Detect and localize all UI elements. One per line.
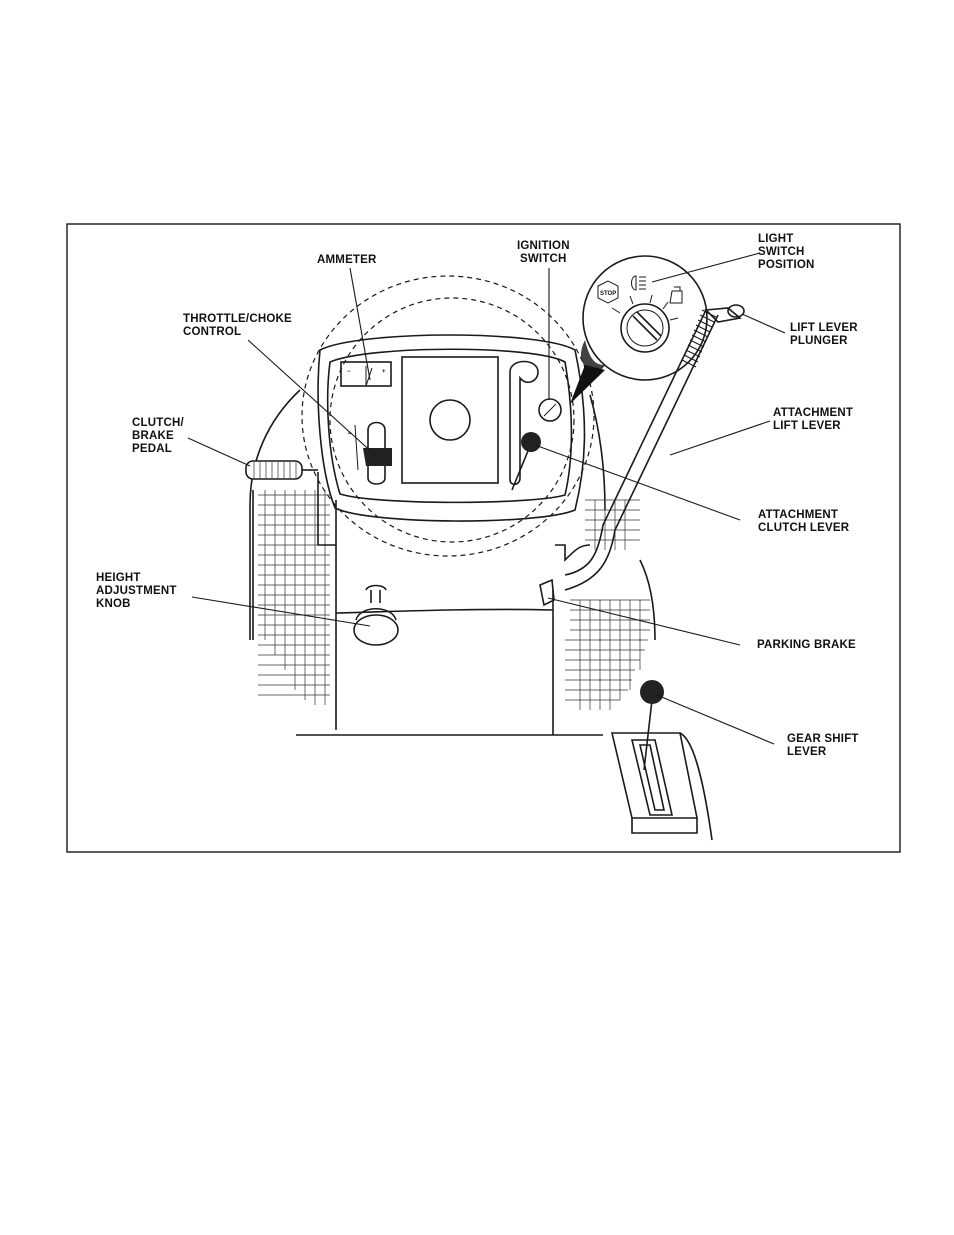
label-clutch-brake-pedal: CLUTCH/ BRAKE PEDAL [132,417,187,455]
ammeter-gauge: − + [341,362,391,386]
console-dashed-outline [302,276,594,556]
height-adjustment-knob [354,586,398,646]
ignition-switch-knob [539,399,561,421]
dashboard-panel [318,335,584,521]
label-light-switch-position: LIGHT SWITCH POSITION [758,233,815,271]
attachment-clutch-knob [512,432,541,490]
parking-brake-handle [540,580,554,605]
headlight-icon [632,276,647,290]
throttle-choke-lever: ≈ [348,423,392,485]
label-parking-brake: PARKING BRAKE [757,639,856,651]
attachment-lift-lever [565,305,744,590]
label-ignition-switch: IGNITION SWITCH [517,240,573,265]
svg-text:−: − [347,369,351,375]
svg-text:+: + [382,369,386,375]
leader-lines [188,253,785,744]
left-fender [250,390,330,705]
gear-shift-assembly [612,680,697,833]
label-gear-shift-lever: GEAR SHIFT LEVER [787,733,862,758]
stop-text: STOP [600,291,616,297]
label-attachment-lift-lever: ATTACHMENT LIFT LEVER [773,407,857,432]
label-attachment-clutch-lever: ATTACHMENT CLUTCH LEVER [758,509,850,534]
label-ammeter: AMMETER [317,254,377,266]
clutch-brake-pedal [246,461,318,479]
label-lift-lever-plunger: LIFT LEVER PLUNGER [790,322,861,347]
engine-start-icon [670,287,682,303]
label-throttle-choke-control: THROTTLE/CHOKE CONTROL [183,313,295,338]
label-height-adjustment-knob: HEIGHT ADJUSTMENT KNOB [96,572,180,610]
